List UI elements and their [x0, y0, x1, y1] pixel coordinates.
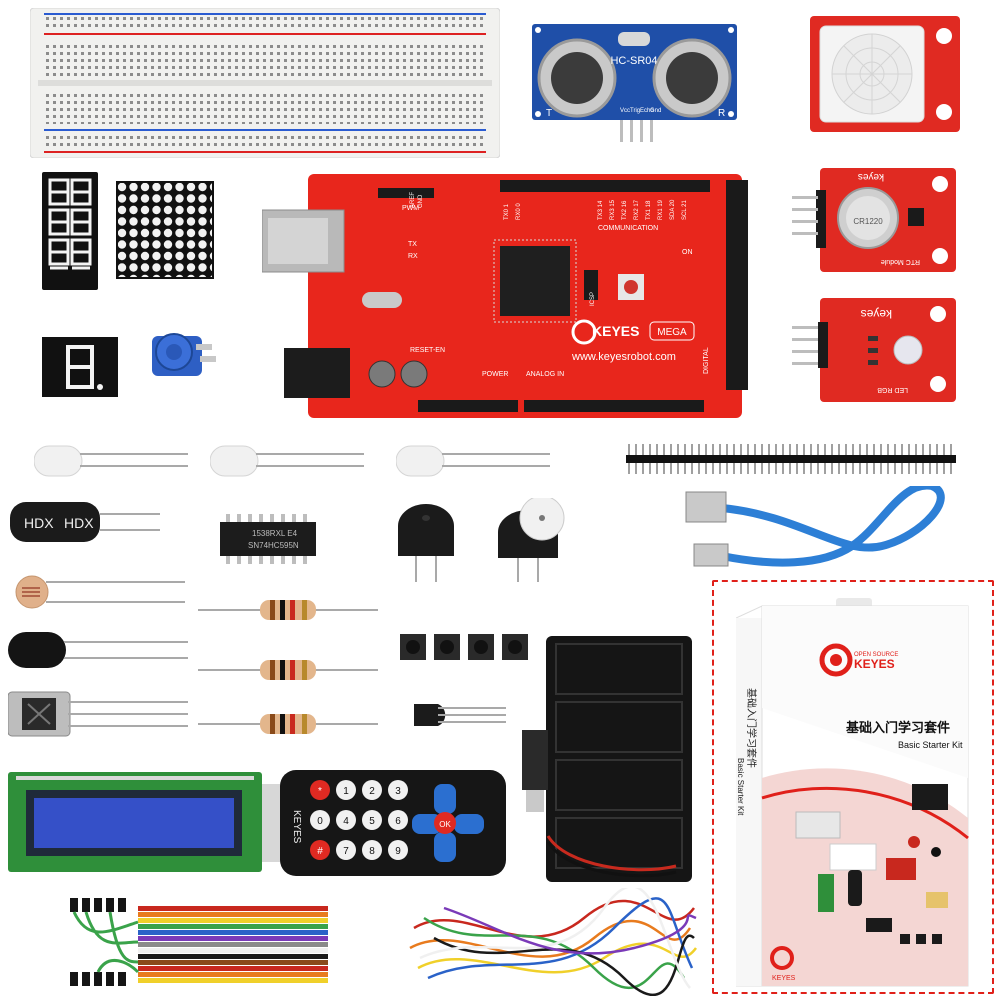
rgb-name: LED RGB — [877, 386, 908, 393]
board-brand: KEYES — [592, 323, 639, 339]
remote-brand: KEYES — [291, 810, 302, 844]
comm-pin-label: TX1 18 — [646, 200, 652, 220]
comm-pin-label: SDA 20 — [670, 199, 676, 220]
remote-key: 4 — [343, 816, 349, 827]
capacitor-label-2: HDX — [64, 515, 94, 531]
ultrasonic-sensor: HC-SR04 T R Vcc Trig Echo Gnd — [532, 24, 737, 142]
mega-controller-board: KEYES MEGA www.keyesrobot.com COMMUNICAT… — [262, 174, 748, 418]
board-label-analog-in: ANALOG IN — [526, 371, 564, 378]
shift-register-ic: 1538RXL E4 SN74HC595N — [220, 514, 316, 564]
pin-label-echo: Echo — [640, 108, 654, 114]
rtc-brand: keyes — [858, 171, 884, 182]
product-box: 基础入门学习套件 Basic Starter Kit OPEN SOURCE K… — [736, 598, 969, 987]
board-label-power: POWER — [482, 371, 508, 378]
ultrasonic-t-label: T — [546, 108, 552, 119]
ir-remote: KEYES * 1 2 3 0 4 5 6 # 7 8 9 OK — [280, 770, 506, 876]
pin-label-gnd: Gnd — [650, 108, 661, 114]
rtc-battery-label: CR1220 — [853, 217, 883, 226]
usb-cable — [685, 486, 945, 567]
four-digit-display — [42, 172, 98, 290]
resistor-2 — [198, 660, 378, 680]
remote-ok-key: OK — [439, 820, 451, 829]
ic-marking-2: SN74HC595N — [248, 541, 299, 550]
ultrasonic-r-label: R — [718, 108, 725, 119]
board-label-reset-en: RESET-EN — [410, 347, 445, 354]
led-white-2 — [210, 445, 364, 477]
box-side-title-cn: 基础入门学习套件 — [745, 688, 758, 768]
box-bottom-brand: KEYES — [772, 975, 796, 982]
board-label-communication: COMMUNICATION — [598, 225, 658, 232]
remote-key: 7 — [343, 846, 349, 857]
resistor-3 — [198, 714, 378, 734]
resistor-1 — [198, 600, 378, 620]
box-highlight-frame — [712, 580, 994, 994]
comm-pin-label: RX1 19 — [658, 199, 664, 220]
box-title-cn: 基础入门学习套件 — [845, 720, 950, 735]
board-url: www.keyesrobot.com — [571, 351, 676, 363]
lcd-display — [8, 772, 282, 872]
rgb-led-module: keyes LED RGB — [792, 298, 956, 402]
temperature-transistor — [414, 704, 506, 726]
board-label-digital: DIGITAL — [703, 347, 710, 374]
pin-label-trig: Trig — [630, 108, 640, 114]
battery-holder — [522, 636, 692, 882]
box-side-title-en: Basic Starter Kit — [736, 758, 745, 816]
single-digit-display — [42, 337, 118, 397]
box-title-en: Basic Starter Kit — [898, 740, 963, 750]
comm-pin-label: RX3 15 — [610, 199, 616, 220]
remote-key: 0 — [317, 816, 323, 827]
board-label-pwm: PWM — [402, 205, 419, 212]
ic-marking-1: 1538RXL E4 — [252, 529, 298, 538]
remote-key: 2 — [369, 786, 375, 797]
potentiometer — [152, 333, 216, 376]
rtc-name: RTC Module — [881, 258, 920, 265]
comm-pin-label: TX3 14 — [598, 200, 604, 220]
comm-pin-label: TX0 1 — [504, 203, 510, 220]
dupont-ribbon-cable — [70, 898, 328, 986]
board-model: MEGA — [657, 327, 687, 338]
comm-pin-label: RX2 17 — [634, 199, 640, 220]
comm-pin-label: TX2 16 — [622, 200, 628, 220]
passive-buzzer — [398, 504, 454, 582]
remote-key: 9 — [395, 846, 401, 857]
pir-sensor — [810, 16, 960, 132]
breadboard — [30, 8, 500, 158]
remote-key: 6 — [395, 816, 401, 827]
board-label-icsp: ICSP — [590, 292, 596, 306]
capacitor-label: HDX — [24, 515, 54, 531]
remote-key: # — [317, 846, 323, 857]
remote-key: 5 — [369, 816, 375, 827]
board-label-tx: TX — [408, 241, 417, 248]
board-label-rx: RX — [408, 253, 418, 260]
comm-pin-label: SCL 21 — [682, 200, 688, 220]
ir-receiver — [8, 691, 188, 737]
board-label-on: ON — [682, 249, 693, 256]
board-label-aref: AREF — [410, 192, 416, 208]
ultrasonic-model-label: HC-SR04 — [610, 55, 657, 67]
pin-label-vcc: Vcc — [620, 108, 630, 114]
remote-key: 8 — [369, 846, 375, 857]
remote-key: * — [318, 786, 322, 797]
pin-header-strip — [626, 444, 956, 474]
remote-key: 3 — [395, 786, 401, 797]
rgb-brand: keyes — [861, 307, 892, 321]
push-buttons — [400, 634, 528, 660]
photoresistor — [15, 575, 185, 609]
box-brand: KEYES — [854, 657, 895, 671]
ir-led — [8, 632, 188, 668]
led-white-1 — [34, 445, 188, 477]
active-buzzer — [498, 498, 565, 582]
rtc-module: CR1220 keyes RTC Module — [792, 168, 956, 272]
remote-key: 1 — [343, 786, 349, 797]
led-white-3 — [396, 445, 550, 477]
comm-pin-label: RX0 0 — [516, 203, 522, 220]
box-brand-small: OPEN SOURCE — [854, 652, 898, 658]
dot-matrix-display — [116, 181, 214, 279]
board-label-gnd: GND — [418, 194, 424, 208]
jumper-wires — [409, 888, 698, 996]
electrolytic-capacitor: HDX HDX — [10, 502, 160, 542]
